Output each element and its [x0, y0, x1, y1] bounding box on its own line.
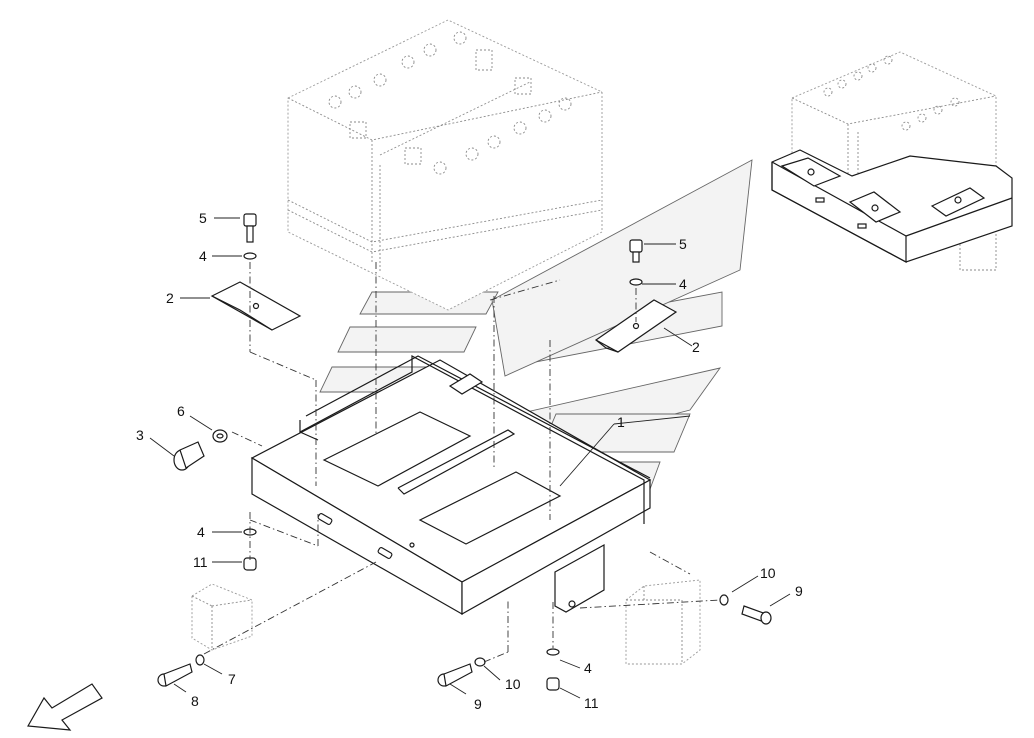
callout-9-right: 9 — [795, 583, 803, 599]
nut-11-right — [546, 677, 560, 691]
callout-4-right: 4 — [679, 276, 687, 292]
bolt-5-right — [629, 239, 643, 263]
assembly-center-lines — [203, 262, 721, 663]
callout-6: 6 — [177, 403, 185, 419]
clamp-plate-left — [210, 281, 302, 331]
washer-10-right — [719, 594, 729, 606]
callout-9-lower: 9 — [474, 696, 482, 712]
callout-5-left: 5 — [199, 210, 207, 226]
washer-4-right — [629, 278, 643, 286]
callout-10-lower: 10 — [505, 676, 521, 692]
callout-4-left: 4 — [199, 248, 207, 264]
washer-7 — [195, 654, 205, 666]
washer-4-left — [243, 252, 257, 260]
callout-5-right: 5 — [679, 236, 687, 252]
callout-1: 1 — [617, 414, 625, 430]
callout-11-right: 11 — [584, 695, 599, 711]
assembled-view-tray — [771, 149, 1013, 264]
clamp-plate-right — [594, 299, 678, 353]
relay-component — [191, 583, 253, 651]
bolt-9-lower — [437, 663, 473, 687]
callout-2-left: 2 — [166, 290, 174, 306]
callout-7: 7 — [228, 671, 236, 687]
battery-tray — [250, 354, 652, 616]
callout-8: 8 — [191, 693, 199, 709]
washer-10-lower — [474, 657, 486, 667]
bolt-9-right — [741, 605, 772, 625]
bolt-5-left — [243, 213, 257, 243]
bolt-8 — [157, 663, 193, 687]
fuse-box-component — [625, 579, 701, 665]
callout-11-left: 11 — [193, 554, 208, 570]
front-direction-arrow-icon — [27, 683, 103, 731]
bolt-3 — [173, 441, 205, 471]
callout-4-lower-left: 4 — [197, 524, 205, 540]
callout-10-right: 10 — [760, 565, 776, 581]
callout-labels: 5 4 2 6 3 4 11 8 7 5 4 2 1 10 9 9 10 4 1… — [136, 210, 803, 712]
washer-6 — [212, 429, 228, 443]
callout-3: 3 — [136, 427, 144, 443]
washer-4-lower-right — [546, 648, 560, 656]
leader-lines — [149, 217, 791, 699]
main-battery — [287, 19, 603, 311]
callout-2-right: 2 — [692, 339, 700, 355]
callout-4-lower-right: 4 — [584, 660, 592, 676]
